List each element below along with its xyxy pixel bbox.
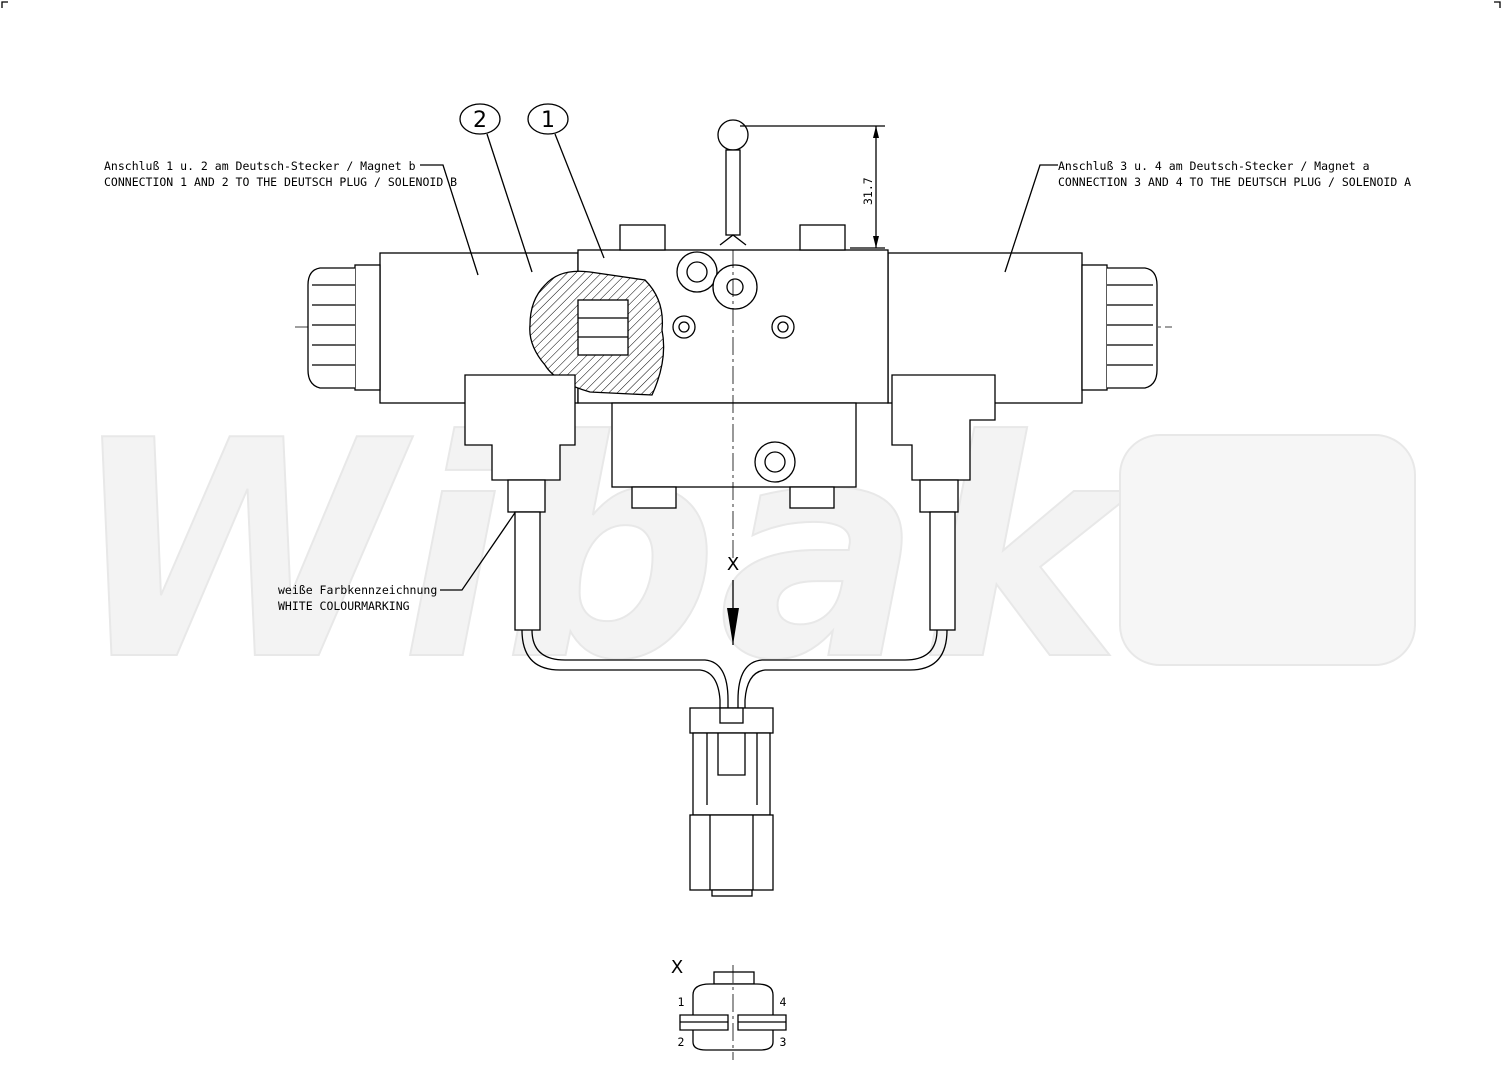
svg-text:2: 2	[473, 108, 487, 133]
bolt	[631, 486, 677, 509]
svg-text:31.7: 31.7	[861, 177, 875, 205]
bolt	[789, 486, 835, 509]
corner-mark	[1494, 1, 1501, 8]
svg-text:1: 1	[541, 108, 555, 133]
annotation-marking-en: WHITE COLOURMARKING	[278, 599, 410, 613]
balloon-part-2: 2	[459, 103, 533, 273]
dimension-31-7: 31.7	[740, 125, 885, 249]
svg-text:1: 1	[678, 995, 685, 1009]
annotation-right-en: CONNECTION 3 AND 4 TO THE DEUTSCH PLUG /…	[1058, 175, 1411, 189]
detail-view-x: X 1 2 3 4	[671, 957, 787, 1060]
valve-body	[529, 224, 889, 560]
bolt	[619, 224, 666, 251]
annotation-marking-de: weiße Farbkennzeichnung	[278, 583, 437, 597]
svg-text:3: 3	[780, 1035, 787, 1049]
svg-text:X: X	[727, 554, 739, 575]
svg-text:4: 4	[780, 995, 787, 1009]
watermark-tractor-badge	[1119, 434, 1416, 666]
svg-text:X: X	[671, 957, 683, 978]
balloon-part-1: 1	[527, 103, 605, 259]
view-arrow-x: X	[727, 554, 739, 645]
corner-mark	[1, 1, 8, 8]
cable-left	[464, 374, 729, 710]
cable-right	[737, 374, 996, 710]
hand-lever	[717, 119, 749, 246]
annotation-left-de: Anschluß 1 u. 2 am Deutsch-Stecker / Mag…	[104, 159, 416, 173]
svg-text:2: 2	[678, 1035, 685, 1049]
deutsch-plug	[689, 707, 774, 897]
annotation-right-de: Anschluß 3 u. 4 am Deutsch-Stecker / Mag…	[1058, 159, 1370, 173]
bolt	[799, 224, 846, 251]
subplate	[611, 402, 857, 488]
annotation-left-en: CONNECTION 1 AND 2 TO THE DEUTSCH PLUG /…	[104, 175, 457, 189]
